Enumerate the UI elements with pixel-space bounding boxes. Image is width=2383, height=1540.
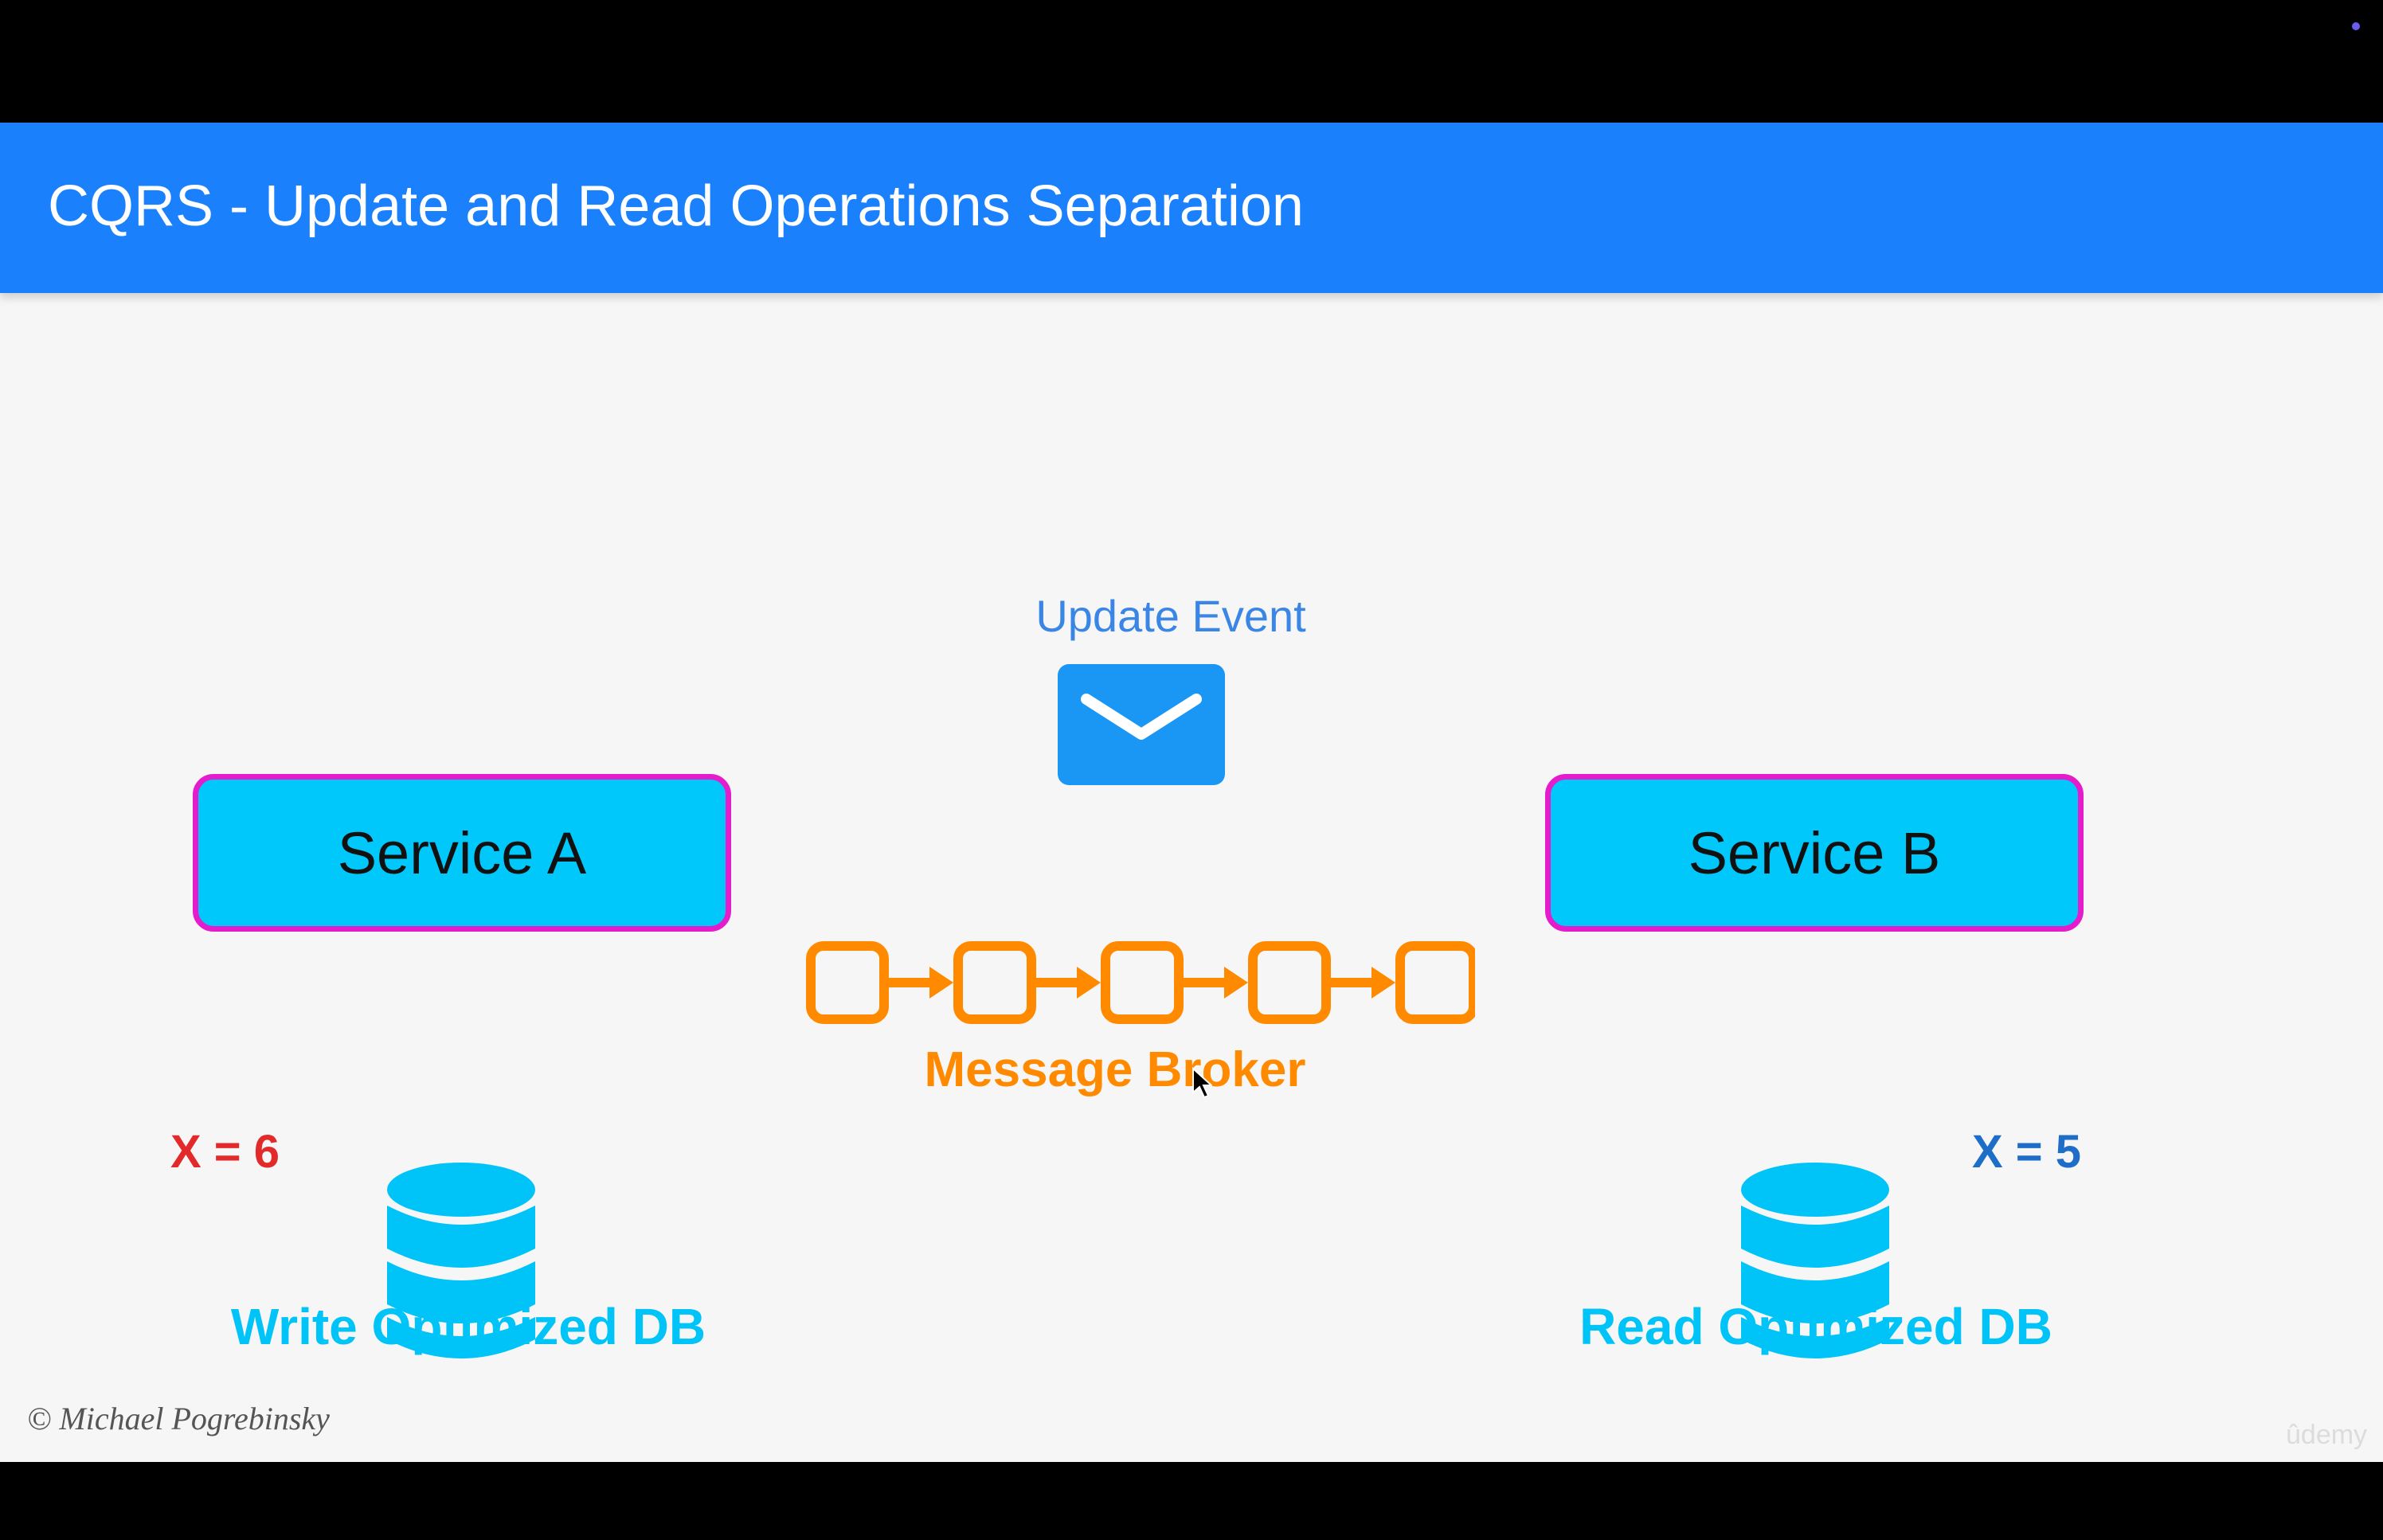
queue-arrow-head — [1371, 967, 1395, 999]
read-db-label: Read Optimized DB — [1579, 1298, 2052, 1355]
video-top-bar — [0, 0, 2383, 123]
queue-slot — [1101, 941, 1184, 1024]
slide: CQRS - Update and Read Operations Separa… — [0, 123, 2383, 1462]
service-a-box: Service A — [193, 774, 731, 932]
queue-arrow-head — [1224, 967, 1248, 999]
slide-header: CQRS - Update and Read Operations Separa… — [0, 123, 2383, 293]
update-event-label: Update Event — [1035, 591, 1306, 641]
service-b-box: Service B — [1545, 774, 2084, 932]
database-icon — [1741, 1163, 1889, 1358]
queue-slot — [953, 941, 1036, 1024]
udemy-watermark: ûdemy — [2286, 1420, 2368, 1450]
message-queue-icon — [806, 941, 1475, 1024]
player-indicator-dot — [2352, 22, 2360, 30]
database-icon — [387, 1163, 535, 1358]
write-db-value: X = 6 — [170, 1126, 280, 1178]
queue-slot — [1395, 941, 1475, 1024]
queue-slot — [806, 941, 889, 1024]
message-broker-label: Message Broker — [924, 1042, 1306, 1097]
cursor-icon — [1192, 1067, 1212, 1099]
slide-title: CQRS - Update and Read Operations Separa… — [48, 174, 1304, 238]
write-db-label: Write Optimized DB — [230, 1298, 706, 1355]
video-bottom-bar — [0, 1462, 2383, 1540]
queue-slot — [1248, 941, 1331, 1024]
queue-arrow-head — [929, 967, 953, 999]
queue-arrow-head — [1077, 967, 1101, 999]
read-db-value: X = 5 — [1972, 1126, 2082, 1178]
envelope-icon — [1058, 664, 1225, 785]
copyright-text: © Michael Pogrebinsky — [27, 1401, 330, 1436]
